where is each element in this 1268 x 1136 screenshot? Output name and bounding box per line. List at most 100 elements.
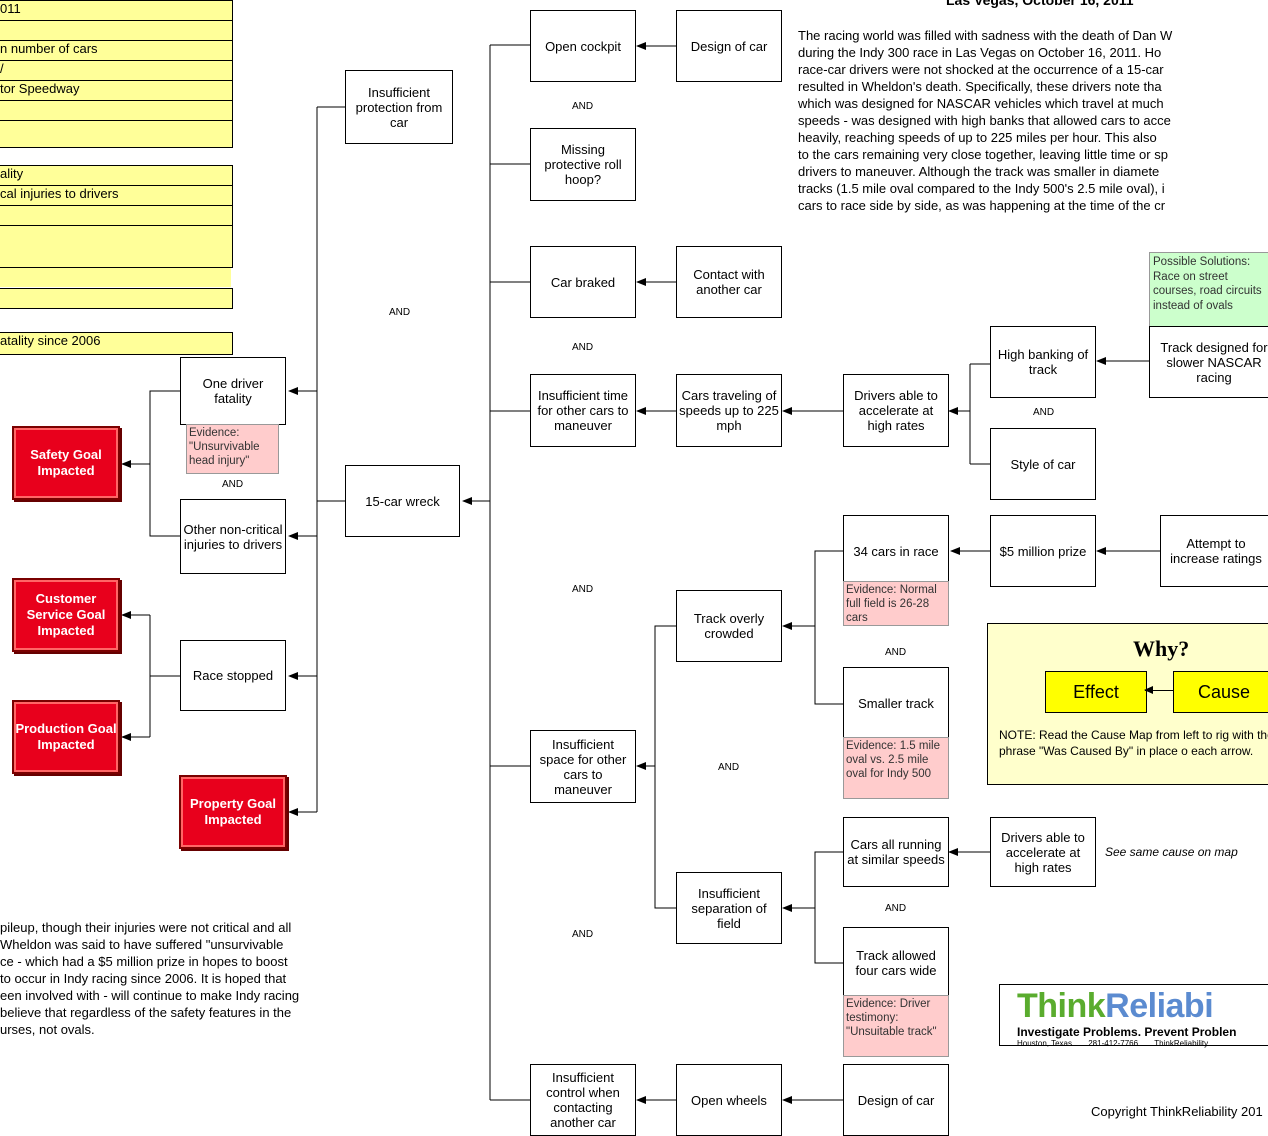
customer-service-goal-box[interactable]: Customer Service Goal Impacted [12,578,120,652]
evidence-head-injury: Evidence: "Unsurvivable head injury" [186,424,279,474]
legend-note: NOTE: Read the Cause Map from left to ri… [999,728,1268,758]
and-label: AND [885,647,907,658]
node-missing-roll-hoop[interactable]: Missing protective roll hoop? [530,128,636,201]
info-row: tor Speedway [0,81,232,101]
legend-box: Why? Effect Cause NOTE: Read the Cause M… [987,623,1268,785]
info-row: / [0,61,232,81]
node-5-million-prize[interactable]: $5 million prize [990,515,1096,587]
summary-line: believe that regardless of the safety fe… [0,1005,292,1020]
summary-line: ce - which had a $5 million prize in hop… [0,954,288,969]
node-drivers-accelerate-2[interactable]: Drivers able to accelerate at high rates [990,817,1096,887]
info-row [0,121,232,145]
legend-title: Why? [1133,636,1190,661]
logo-phone: 281-412-7766 [1088,1039,1139,1048]
info-row [0,226,232,265]
node-race-stopped[interactable]: Race stopped [180,640,286,711]
legend-arrow [1144,686,1173,694]
node-insufficient-control[interactable]: Insufficient control when contacting ano… [530,1064,636,1136]
node-track-designed-nascar[interactable]: Track designed for slower NASCAR racing [1149,326,1268,398]
node-non-critical-injuries[interactable]: Other non-critical injuries to drivers [180,499,286,574]
info-table-frequency: atality since 2006 [0,332,233,355]
info-row [0,206,232,226]
see-same-cause-note: See same cause on map [1105,845,1238,859]
info-row [0,21,232,41]
node-15-car-wreck[interactable]: 15-car wreck [345,465,460,537]
evidence-driver-testimony: Evidence: Driver testimony: "Unsuitable … [843,995,949,1057]
node-style-of-car[interactable]: Style of car [990,428,1096,500]
intro-line: during the Indy 300 race in Las Vegas on… [798,45,1162,60]
summary-line: urses, not ovals. [0,1022,95,1037]
info-table-impacts: ality cal injuries to drivers [0,165,233,268]
and-label: AND [572,101,594,112]
info-row: atality since 2006 [0,333,101,348]
node-design-of-car-2[interactable]: Design of car [843,1064,949,1136]
summary-line: een involved with - will continue to mak… [0,988,300,1003]
and-label: AND [389,307,411,318]
and-label: AND [222,479,244,490]
production-goal-box[interactable]: Production Goal Impacted [12,700,120,774]
page-title: Las Vegas, October 16, 2011 [946,0,1134,8]
node-insufficient-protection[interactable]: Insufficient protection from car [345,70,453,144]
node-attempt-increase-ratings[interactable]: Attempt to increase ratings [1160,515,1268,587]
node-insufficient-separation[interactable]: Insufficient separation of field [676,872,782,944]
and-label: AND [885,903,907,914]
info-row: n number of cars [0,41,232,61]
info-row [0,101,232,121]
intro-line: heavily, reaching speeds of up to 225 mi… [798,130,1157,145]
and-label: AND [572,584,594,595]
property-goal-box[interactable]: Property Goal Impacted [179,775,287,849]
and-label: AND [572,342,594,353]
info-table-cost [0,288,233,309]
evidence-full-field: Evidence: Normal full field is 26-28 car… [843,581,949,626]
logo-reliability: Reliabi [1105,987,1214,1025]
node-car-braked[interactable]: Car braked [530,246,636,318]
summary-line: pileup, though their injuries were not c… [0,920,292,935]
safety-goal-box[interactable]: Safety Goal Impacted [12,426,120,500]
node-open-cockpit[interactable]: Open cockpit [530,10,636,82]
evidence-oval: Evidence: 1.5 mile oval vs. 2.5 mile ova… [843,737,949,799]
node-track-overly-crowded[interactable]: Track overly crowded [676,590,782,662]
node-34-cars[interactable]: 34 cars in race [843,515,949,587]
and-label: AND [572,929,594,940]
node-four-cars-wide[interactable]: Track allowed four cars wide [843,927,949,999]
intro-line: drivers to maneuver. Although the track … [798,164,1160,179]
legend-cause-box: Cause [1173,671,1268,713]
intro-line: The racing world was filled with sadness… [798,28,1173,43]
info-table-incident: 011 n number of cars / tor Speedway [0,0,233,148]
intro-line: which was designed for NASCAR vehicles w… [798,96,1164,111]
node-drivers-accelerate-1[interactable]: Drivers able to accelerate at high rates [843,374,949,447]
logo-think: Think [1017,987,1106,1025]
node-similar-speeds[interactable]: Cars all running at similar speeds [843,817,949,887]
info-row: 011 [0,1,232,21]
summary-line: Wheldon was said to have suffered "unsur… [0,937,284,952]
logo-site: ThinkReliability [1154,1039,1209,1048]
copyright: Copyright ThinkReliability 201 [1091,1104,1263,1119]
and-label: AND [718,762,740,773]
node-one-driver-fatality[interactable]: One driver fatality [180,357,286,425]
intro-line: resulted in Wheldon's death. Specificall… [798,79,1162,94]
node-smaller-track[interactable]: Smaller track [843,667,949,740]
info-strip [0,268,231,287]
node-design-of-car-1[interactable]: Design of car [676,10,782,82]
node-high-banking[interactable]: High banking of track [990,326,1096,398]
summary-line: to occur in Indy racing since 2006. It i… [0,971,287,986]
info-row: ality [0,166,232,186]
logo-city: Houston, Texas [1017,1039,1072,1048]
node-cars-225-mph[interactable]: Cars traveling of speeds up to 225 mph [676,374,782,447]
node-insufficient-time[interactable]: Insufficient time for other cars to mane… [530,374,636,447]
node-insufficient-space[interactable]: Insufficient space for other cars to man… [530,730,636,803]
intro-line: speeds - was designed with high banks th… [798,113,1171,128]
intro-line: tracks (1.5 mile oval compared to the In… [798,181,1165,196]
node-contact-another-car[interactable]: Contact with another car [676,246,782,318]
logo-wordmark: ThinkReliabi [1017,987,1214,1026]
intro-line: cars to race side by side, as was happen… [798,198,1166,213]
logo-box: ThinkReliabi Investigate Problems. Preve… [999,984,1268,1048]
node-open-wheels[interactable]: Open wheels [676,1064,782,1136]
intro-line: to the cars remaining very close togethe… [798,147,1168,162]
and-label: AND [1033,407,1055,418]
info-row: cal injuries to drivers [0,186,232,206]
logo-tagline: Investigate Problems. Prevent Problen [1017,1025,1237,1039]
logo-contact: Houston, Texas 281-412-7766 ThinkReliabi… [1017,1039,1208,1048]
intro-line: race-car drivers were not shocked at the… [798,62,1164,77]
